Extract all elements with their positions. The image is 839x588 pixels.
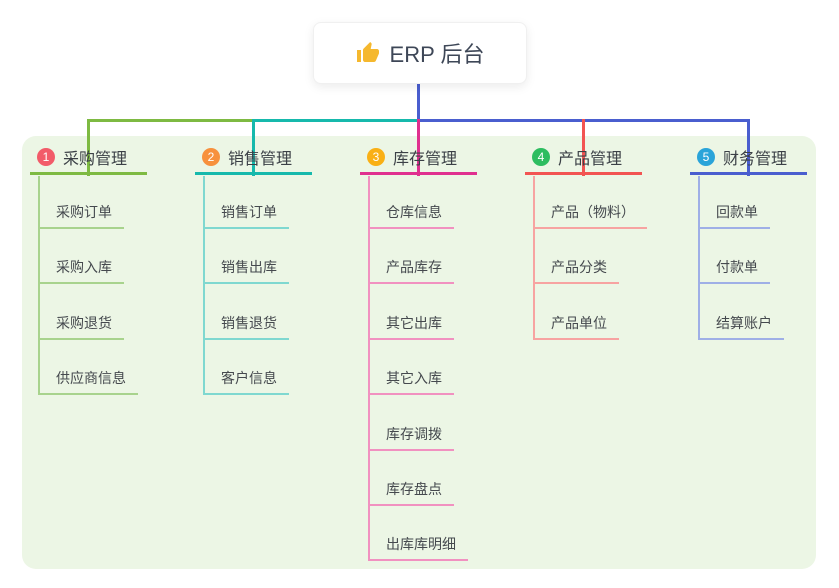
leaf-node[interactable]: 结算账户 <box>698 298 784 340</box>
branch-drop-3 <box>417 119 420 176</box>
branch-node-2[interactable]: 2 销售管理 <box>195 141 312 175</box>
branch-node-5[interactable]: 5 财务管理 <box>690 141 807 175</box>
branch-1-child-connector <box>38 176 40 395</box>
leaf-node[interactable]: 库存调拨 <box>368 409 454 451</box>
branch-label-5: 财务管理 <box>723 150 788 168</box>
branch-2-child-connector <box>203 176 205 395</box>
branch-number-badge-4: 4 <box>532 147 550 166</box>
leaf-node[interactable]: 其它入库 <box>368 353 454 395</box>
branch-drop-5 <box>747 119 750 176</box>
branch-drop-4 <box>582 119 585 176</box>
branch-number-badge-3: 3 <box>367 147 385 166</box>
branch-node-1[interactable]: 1 采购管理 <box>30 141 147 175</box>
leaf-node[interactable]: 其它出库 <box>368 298 454 340</box>
leaf-node[interactable]: 客户信息 <box>203 353 289 395</box>
leaf-node[interactable]: 销售退货 <box>203 298 289 340</box>
leaf-node[interactable]: 销售出库 <box>203 242 289 284</box>
leaf-node[interactable]: 采购入库 <box>38 242 124 284</box>
leaf-node[interactable]: 回款单 <box>698 187 770 229</box>
branch-4-child-connector <box>533 176 535 340</box>
leaf-node[interactable]: 仓库信息 <box>368 187 454 229</box>
branch-number-badge-5: 5 <box>697 147 715 166</box>
leaf-node[interactable]: 库存盘点 <box>368 464 454 506</box>
branch-3-child-connector <box>368 176 370 561</box>
leaf-node[interactable]: 出库库明细 <box>368 519 468 561</box>
leaf-node[interactable]: 采购订单 <box>38 187 124 229</box>
branch-number-badge-2: 2 <box>202 147 220 166</box>
branch-drop-2 <box>252 119 255 176</box>
branch-node-3[interactable]: 3 库存管理 <box>360 141 477 175</box>
root-node-label: ERP 后台 <box>389 42 485 67</box>
branch-number-badge-1: 1 <box>37 147 55 166</box>
branch-drop-1 <box>87 119 90 176</box>
leaf-node[interactable]: 采购退货 <box>38 298 124 340</box>
leaf-node[interactable]: 产品库存 <box>368 242 454 284</box>
connector-bus-teal <box>255 119 418 122</box>
mindmap-root-node[interactable]: ERP 后台 <box>313 22 527 84</box>
branch-5-child-connector <box>698 176 700 340</box>
root-connector-line <box>417 82 420 120</box>
leaf-node[interactable]: 产品（物料） <box>533 187 647 229</box>
leaf-node[interactable]: 供应商信息 <box>38 353 138 395</box>
leaf-node[interactable]: 付款单 <box>698 242 770 284</box>
branch-label-4: 产品管理 <box>558 150 623 168</box>
connector-bus-green <box>87 119 255 122</box>
branch-label-2: 销售管理 <box>228 150 293 168</box>
branches-panel-background <box>22 136 816 569</box>
branch-node-4[interactable]: 4 产品管理 <box>525 141 642 175</box>
leaf-node[interactable]: 产品单位 <box>533 298 619 340</box>
branch-label-1: 采购管理 <box>63 150 128 168</box>
thumbs-up-icon <box>356 42 379 62</box>
leaf-node[interactable]: 产品分类 <box>533 242 619 284</box>
branch-label-3: 库存管理 <box>393 150 458 168</box>
leaf-node[interactable]: 销售订单 <box>203 187 289 229</box>
